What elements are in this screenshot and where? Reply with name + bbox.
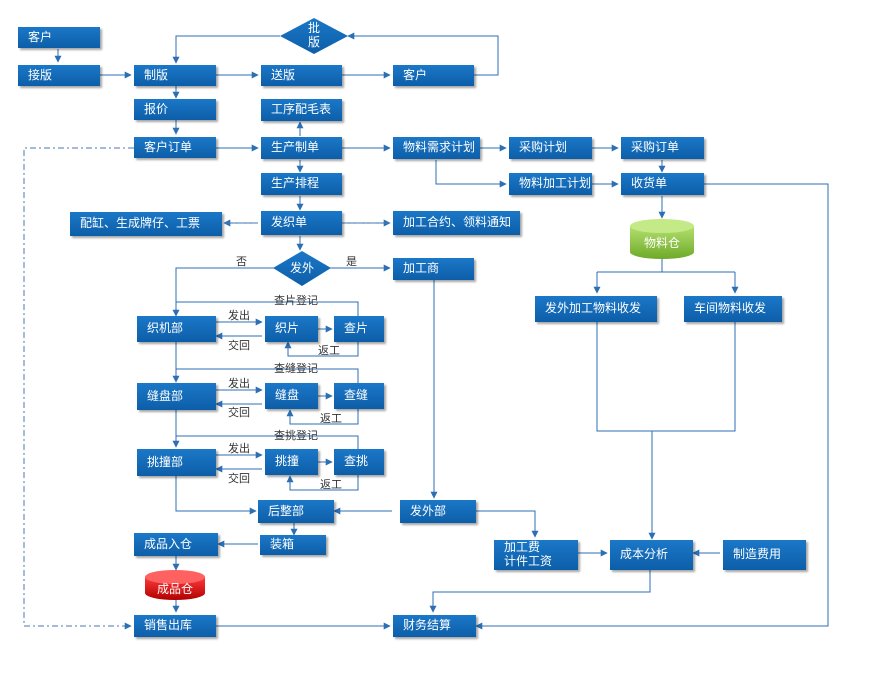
yes-label: 是: [346, 255, 357, 268]
connectors: [54, 32, 829, 630]
no-label: 否: [236, 255, 247, 268]
financial-settlement-box[interactable]: 财务结算: [393, 615, 476, 637]
purchase-plan-box[interactable]: 采购计划: [509, 137, 592, 159]
edge-labels: 否 是 查片登记 发出 交回 返工 查缝登记 发出 交回 返工 查挑登记 发出 …: [228, 255, 357, 491]
linking-box[interactable]: 缝盘: [265, 383, 318, 409]
material-warehouse-label: 物料仓: [643, 236, 680, 250]
outsource-dept-box[interactable]: 发外部: [400, 500, 476, 523]
inspect-record-2-label: 查缝登记: [274, 361, 318, 375]
finished-warehouse-cylinder[interactable]: [145, 570, 205, 600]
knit-order-box[interactable]: 发织单: [261, 211, 342, 235]
return-1-label: 交回: [228, 338, 250, 352]
manufacturing-cost-box[interactable]: 制造费用: [723, 540, 806, 570]
processing-fee-box[interactable]: 加工费 计件工资: [494, 540, 578, 570]
material-process-plan-box[interactable]: 物料加工计划: [509, 173, 592, 195]
purchase-order-box[interactable]: 采购订单: [621, 137, 704, 159]
send-out-3-label: 发出: [228, 441, 250, 455]
finished-warehouse-label: 成品仓: [156, 582, 193, 596]
packing-box[interactable]: 装箱: [260, 535, 326, 555]
processing-contract-box[interactable]: 加工合约、领料通知: [393, 211, 520, 235]
inspect-linking-box[interactable]: 查缝: [334, 383, 384, 409]
cost-analysis-box[interactable]: 成本分析: [610, 540, 693, 570]
linking-dept-box[interactable]: 缝盘部: [137, 383, 216, 410]
knit-piece-box[interactable]: 织片: [265, 316, 318, 342]
receiving-note-box[interactable]: 收货单: [621, 173, 704, 195]
customer-order-box[interactable]: 客户订单: [134, 137, 216, 158]
rework-3-label: 返工: [320, 478, 342, 491]
customer-right-box[interactable]: 客户: [393, 65, 474, 86]
rework-1-label: 返工: [318, 344, 340, 357]
trimming-box[interactable]: 挑撞: [265, 449, 318, 475]
send-plate-box[interactable]: 送版: [261, 65, 342, 86]
make-plate-box[interactable]: 制版: [134, 65, 216, 86]
return-3-label: 交回: [228, 471, 250, 485]
trimming-dept-box[interactable]: 挑撞部: [137, 449, 216, 476]
approve-plate-label: 批 版: [307, 21, 320, 50]
knitting-dept-box[interactable]: 织机部: [137, 316, 216, 342]
process-wool-table-box[interactable]: 工序配毛表: [261, 99, 342, 121]
receive-plate-box[interactable]: 接版: [18, 65, 100, 86]
quote-box[interactable]: 报价: [134, 99, 216, 120]
production-order-box[interactable]: 生产制单: [261, 137, 342, 159]
send-out-2-label: 发出: [228, 376, 250, 390]
material-plan-box[interactable]: 物料需求计划: [393, 137, 480, 159]
finished-stock-in-box[interactable]: 成品入仓: [134, 533, 218, 556]
outsource-material-flow-box[interactable]: 发外加工物料收发: [535, 296, 657, 322]
approve-plate-diamond[interactable]: [280, 18, 348, 54]
material-warehouse-cylinder[interactable]: [630, 219, 694, 259]
outsource-decision-diamond[interactable]: [273, 251, 331, 286]
production-schedule-box[interactable]: 生产排程: [261, 173, 342, 195]
inspect-record-3-label: 查挑登记: [274, 428, 318, 442]
inspect-piece-box[interactable]: 查片: [334, 316, 384, 342]
sales-out-box[interactable]: 销售出库: [134, 615, 216, 637]
finishing-dept-box[interactable]: 后整部: [258, 500, 334, 523]
inspect-record-1-label: 查片登记: [274, 293, 318, 307]
workshop-material-flow-box[interactable]: 车间物料收发: [684, 296, 782, 322]
send-out-1-label: 发出: [228, 308, 250, 322]
customer-top-box[interactable]: 客户: [18, 27, 100, 48]
processor-box[interactable]: 加工商: [393, 258, 474, 280]
return-2-label: 交回: [228, 405, 250, 419]
outsource-decision-label: 发外: [289, 261, 314, 275]
dye-tags-tickets-box[interactable]: 配缸、生成牌仔、工票: [70, 212, 222, 236]
inspect-trimming-box[interactable]: 查挑: [334, 449, 384, 475]
rework-2-label: 返工: [320, 412, 342, 425]
dashdot-connectors: [23, 147, 390, 630]
